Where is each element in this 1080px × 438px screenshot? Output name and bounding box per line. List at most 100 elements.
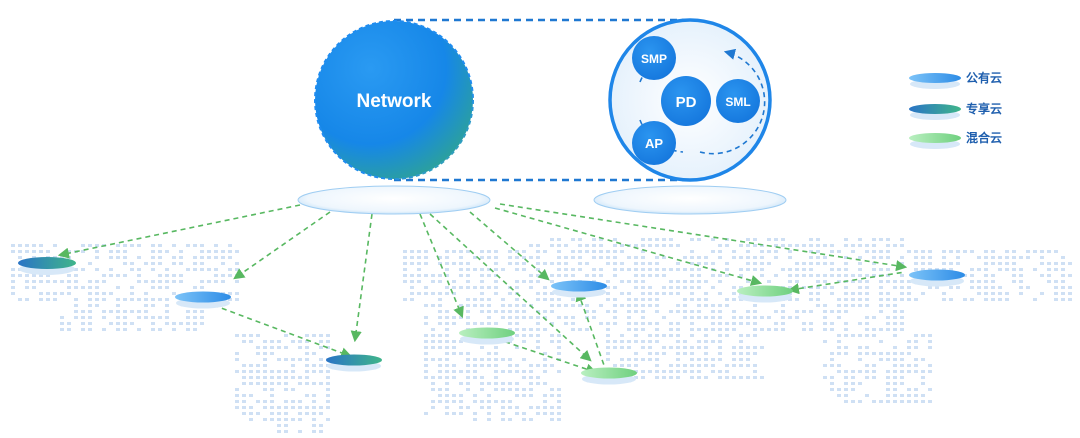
map-dot [459, 382, 463, 385]
map-dot [571, 274, 575, 277]
map-dot [732, 310, 736, 313]
map-dot [634, 352, 638, 355]
map-dot [900, 298, 904, 301]
map-dot [249, 382, 253, 385]
map-dot [620, 250, 624, 253]
map-dot [676, 370, 680, 373]
map-dot [662, 346, 666, 349]
legend-label-hybrid: 混合云 [966, 130, 1002, 145]
dashed-frame [394, 18, 690, 182]
map-dot [403, 250, 407, 253]
map-dot [522, 310, 526, 313]
map-dot [179, 280, 183, 283]
map-dot [466, 316, 470, 319]
map-dot [753, 346, 757, 349]
map-dot [452, 364, 456, 367]
map-dot [900, 238, 904, 241]
map-dot [326, 340, 330, 343]
map-dot [809, 322, 813, 325]
map-dot [452, 322, 456, 325]
map-dot [459, 352, 463, 355]
map-dot [529, 370, 533, 373]
map-dot [746, 268, 750, 271]
map-dot [1019, 268, 1023, 271]
map-dot [25, 280, 29, 283]
map-dot [851, 376, 855, 379]
map-dot [116, 244, 120, 247]
map-dot [886, 292, 890, 295]
map-dot [886, 382, 890, 385]
map-dot [879, 292, 883, 295]
map-dot [445, 256, 449, 259]
map-dot [648, 370, 652, 373]
map-dot [690, 316, 694, 319]
map-dot [130, 286, 134, 289]
map-dot [403, 298, 407, 301]
map-dot [53, 244, 57, 247]
map-dot [739, 274, 743, 277]
map-dot [1061, 292, 1065, 295]
map-dot [648, 298, 652, 301]
map-dot [837, 388, 841, 391]
map-dot [438, 310, 442, 313]
map-dot [907, 280, 911, 283]
map-dot [459, 316, 463, 319]
map-dot [1005, 292, 1009, 295]
map-dot [578, 328, 582, 331]
map-dot [634, 298, 638, 301]
map-dot [564, 316, 568, 319]
map-dot [781, 238, 785, 241]
map-dot [151, 250, 155, 253]
map-dot [613, 238, 617, 241]
map-dot [515, 370, 519, 373]
map-dot [46, 250, 50, 253]
map-dot [641, 238, 645, 241]
map-dot [872, 256, 876, 259]
map-dot [627, 304, 631, 307]
map-dot [480, 268, 484, 271]
map-dot [732, 286, 736, 289]
map-dot [459, 310, 463, 313]
map-dot [795, 316, 799, 319]
map-dot [270, 418, 274, 421]
map-dot [501, 406, 505, 409]
map-dot [634, 286, 638, 289]
map-dot [858, 370, 862, 373]
map-dot [501, 304, 505, 307]
map-dot [172, 262, 176, 265]
map-dot [613, 274, 617, 277]
cloud-disc-east [737, 285, 793, 303]
map-dot [634, 244, 638, 247]
map-dot [515, 328, 519, 331]
map-dot [739, 256, 743, 259]
map-dot [151, 286, 155, 289]
map-dot [634, 256, 638, 259]
map-dot [669, 370, 673, 373]
map-dot [487, 298, 491, 301]
map-dot [564, 274, 568, 277]
map-dot [907, 400, 911, 403]
map-dot [74, 298, 78, 301]
map-dot [844, 268, 848, 271]
map-dot [907, 370, 911, 373]
map-dot [809, 268, 813, 271]
map-dot [312, 394, 316, 397]
map-dot [613, 322, 617, 325]
map-dot [508, 418, 512, 421]
map-dot [613, 304, 617, 307]
map-dot [445, 388, 449, 391]
map-dot [494, 400, 498, 403]
map-dot [837, 352, 841, 355]
map-dot [529, 418, 533, 421]
map-dot [543, 364, 547, 367]
map-dot [438, 340, 442, 343]
map-dot [88, 322, 92, 325]
map-dot [487, 310, 491, 313]
map-dot [326, 394, 330, 397]
map-dot [46, 274, 50, 277]
map-dot [403, 262, 407, 265]
map-dot [774, 274, 778, 277]
map-dot [837, 346, 841, 349]
map-dot [256, 364, 260, 367]
map-dot [473, 418, 477, 421]
